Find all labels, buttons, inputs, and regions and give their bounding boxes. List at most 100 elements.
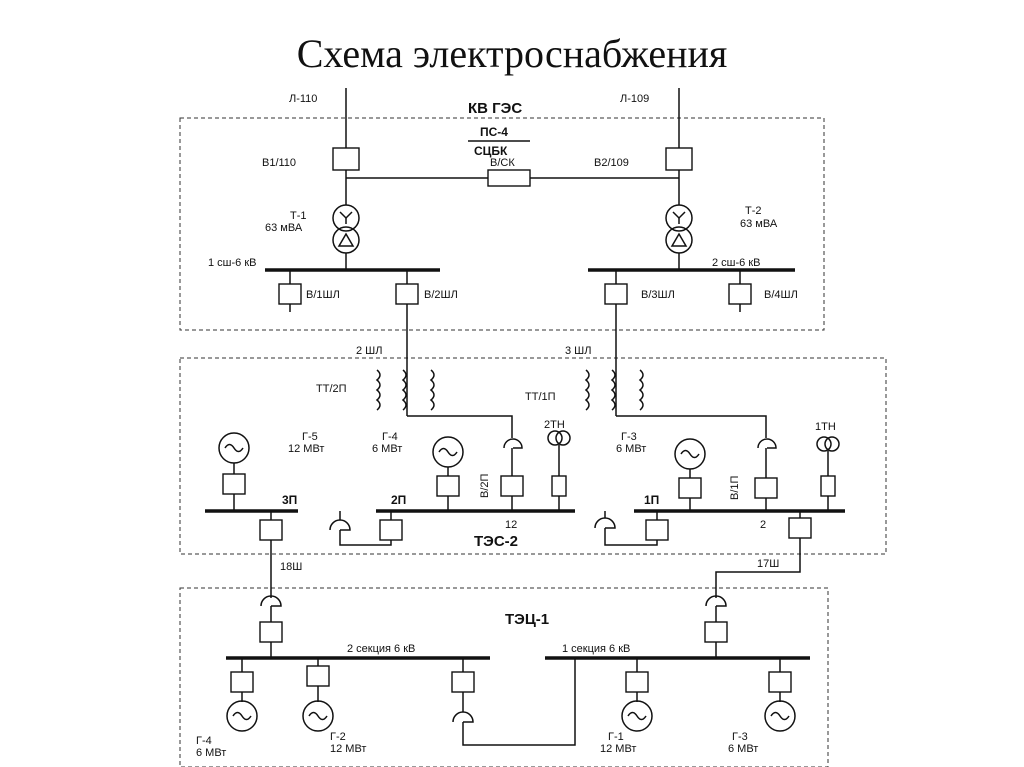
t1-rating: 63 мВА	[265, 222, 303, 234]
reactor-18sh	[260, 595, 282, 607]
line-l110-label: Л-110	[289, 93, 317, 105]
tn1-coil-b	[824, 436, 840, 452]
tec-g1-breaker	[625, 671, 649, 693]
tes-g5-power: 12 МВт	[288, 443, 324, 455]
bus-3p-label: 3П	[282, 493, 297, 507]
tec-g3-breaker	[768, 671, 792, 693]
tec-g4-name: Г-4	[196, 735, 212, 747]
tes-g3-power: 6 МВт	[616, 443, 646, 455]
tes-g4-name: Г-4	[382, 431, 398, 443]
tec1-frame	[179, 587, 829, 767]
bus-2p-num: 12	[505, 519, 517, 531]
bus-1p-label: 1П	[644, 493, 659, 507]
tn1-label: 1ТН	[815, 421, 836, 433]
bus-sec1-label: 1 секция 6 кВ	[562, 643, 630, 655]
breaker-b-4shl-label: В/4ШЛ	[764, 289, 798, 301]
breaker-b-2p	[500, 475, 524, 497]
reactor-2p	[503, 438, 523, 449]
ct-1p-coil-c	[638, 369, 644, 411]
tn2-coil-a	[547, 430, 563, 446]
tes-g3-name: Г-3	[621, 431, 637, 443]
breaker-b-1p-label: В/1П	[729, 475, 741, 500]
breaker-b-1shl	[278, 283, 302, 305]
tn2-fuse	[551, 475, 567, 497]
breaker-17sh	[788, 517, 812, 539]
tec-sectional-breaker	[451, 671, 475, 693]
breaker-b-1p	[754, 477, 778, 499]
tn2-coil-b	[555, 430, 571, 446]
tes-g5-breaker	[222, 473, 246, 495]
bus-ssh1-label: 1 сш-6 кВ	[208, 257, 257, 269]
breaker-b-sk	[487, 169, 531, 187]
tes-g5-name: Г-5	[302, 431, 318, 443]
tec-g1-name: Г-1	[608, 731, 624, 743]
tec1-label: ТЭЦ-1	[505, 611, 549, 628]
bus-ssh2-label: 2 сш-6 кВ	[712, 257, 761, 269]
breaker-b1-110	[332, 147, 360, 171]
transformer-t2-primary	[665, 204, 693, 232]
breaker-b-1shl-label: В/1ШЛ	[306, 289, 340, 301]
breaker-b-2p-label: В/2П	[479, 473, 491, 498]
tec-g4-power: 6 МВт	[196, 747, 226, 759]
tec-g2-generator	[302, 700, 334, 732]
kv-ges-frame	[179, 117, 825, 331]
breaker-b-sk-label: В/СК	[490, 157, 515, 169]
breaker-b1-110-label: В1/110	[262, 157, 296, 169]
ps4-label: ПС-4	[480, 125, 508, 139]
cable-3shl-label: 3 ШЛ	[565, 345, 591, 357]
tec-g3-generator	[764, 700, 796, 732]
ct-1p-coil-a	[584, 369, 590, 411]
t1-name: Т-1	[290, 210, 307, 222]
breaker-b-3shl-label: В/3ШЛ	[641, 289, 675, 301]
ct-2p-coil-a	[375, 369, 381, 411]
tec-breaker-18sh	[259, 621, 283, 643]
breaker-b-4shl	[728, 283, 752, 305]
tec-g1-generator	[621, 700, 653, 732]
tn1-fuse	[820, 475, 836, 497]
bus-sec2-label: 2 секция 6 кВ	[347, 643, 415, 655]
tec-g3-power: 6 МВт	[728, 743, 758, 755]
breaker-18sh	[259, 519, 283, 541]
ct-1p-coil-b	[610, 369, 616, 411]
tec-sectional-reactor	[452, 711, 474, 723]
t2-name: Т-2	[745, 205, 762, 217]
page-title: Схема электроснабжения	[296, 31, 728, 76]
tes-g3-breaker	[678, 477, 702, 499]
breaker-b-3shl	[604, 283, 628, 305]
ct-2p-coil-c	[429, 369, 435, 411]
breaker-b2-109	[665, 147, 693, 171]
tec-breaker-17sh	[704, 621, 728, 643]
tec-g2-name: Г-2	[330, 731, 346, 743]
reactor-3p-2p	[329, 519, 351, 531]
tes2-label: ТЭС-2	[474, 533, 518, 550]
tec-g4-breaker	[230, 671, 254, 693]
breaker-b-2shl-label: В/2ШЛ	[424, 289, 458, 301]
ct-1p-label: ТТ/1П	[525, 391, 556, 403]
tn2-label: 2ТН	[544, 419, 565, 431]
bus-2p-label: 2П	[391, 493, 406, 507]
breaker-1p-tie	[645, 519, 669, 541]
kv-ges-label: КВ ГЭС	[468, 100, 522, 117]
t2-rating: 63 мВА	[740, 218, 778, 230]
cable-17sh	[715, 538, 801, 598]
reactor-1p	[757, 438, 777, 449]
tes2-frame	[179, 357, 887, 555]
tsbk-label: СЦБК	[474, 144, 508, 158]
breaker-b-2shl	[395, 283, 419, 305]
cable-18sh-label: 18Ш	[280, 561, 302, 573]
tes-g4-power: 6 МВт	[372, 443, 402, 455]
tec-g4-generator	[226, 700, 258, 732]
line-l109-label: Л-109	[620, 93, 649, 105]
bus-1p-num: 2	[760, 519, 766, 531]
tec-g1-power: 12 МВт	[600, 743, 636, 755]
ct-2p-coil-b	[401, 369, 407, 411]
cable-17sh-label: 17Ш	[757, 558, 779, 570]
tec-g2-power: 12 МВт	[330, 743, 366, 755]
tn1-coil-a	[816, 436, 832, 452]
transformer-t1-primary	[332, 204, 360, 232]
breaker-2p-tie	[379, 519, 403, 541]
ct-2p-label: ТТ/2П	[316, 383, 347, 395]
tec-g3-name: Г-3	[732, 731, 748, 743]
reactor-2p-1p	[594, 517, 616, 529]
